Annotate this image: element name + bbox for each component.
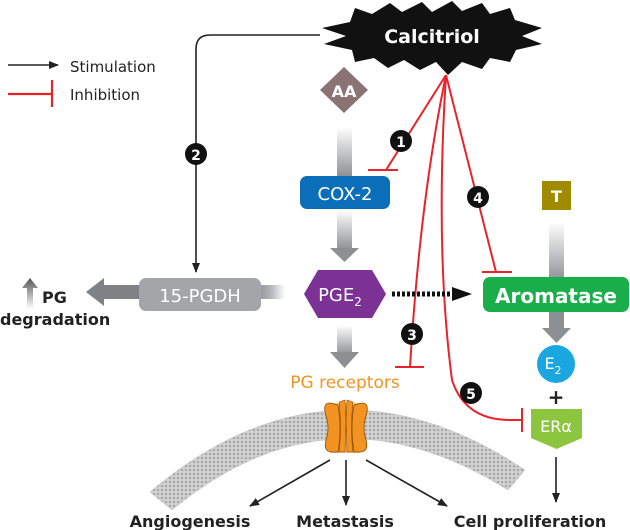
pge2-label-main: PGE [318,285,354,306]
aromatase-label: Aromatase [495,284,617,308]
marker-3: 3 [401,323,423,345]
inhibition-line-1 [385,74,447,171]
aromatase-node[interactable]: Aromatase [483,277,629,312]
inhibition-bar-icon [8,80,54,107]
metastasis-label: Metastasis [296,512,394,530]
marker-1-label: 1 [396,135,406,151]
inhibition-lines [368,74,523,432]
pg-receptors-label: PG receptors [290,373,400,393]
aa-node[interactable]: AA [320,67,368,113]
aromatase-to-e2-arrow [542,312,571,343]
plus-sign: + [548,385,565,409]
pg-degradation-line2: degradation [0,310,110,329]
pg-degradation-outcome: PG degradation [0,278,110,329]
e2-label-main: E [544,354,554,373]
legend-stimulation-label: Stimulation [70,58,156,76]
legend: Stimulation Inhibition [8,58,156,107]
pge2-node[interactable]: PGE2 [304,270,386,318]
cox2-label: COX-2 [318,184,373,205]
stimulation-line-2 [192,34,320,273]
calcitriol-label: Calcitriol [384,26,480,48]
pgdh-to-degradation-arrow [86,278,147,306]
cell-proliferation-label: Cell proliferation [454,512,606,530]
pge2-label: PGE2 [318,285,362,309]
inhibition-line-4 [445,74,497,273]
marker-2: 2 [185,143,207,165]
cox2-to-pge2-arrow [330,210,359,262]
aa-to-cox2-shaft [337,127,352,177]
receptor-to-proliferation-arrow [365,459,448,507]
pge2-to-receptors-arrow [330,325,359,368]
e2-node[interactable]: E2 [537,345,575,383]
calcitriol-node[interactable]: Calcitriol [322,1,542,75]
marker-3-label: 3 [407,328,417,344]
marker-4-label: 4 [473,191,483,207]
angiogenesis-label: Angiogenesis [130,512,251,530]
marker-1: 1 [390,130,412,152]
t-node[interactable]: T [542,181,571,210]
pge2-label-sub: 2 [354,295,362,309]
e2-label-sub: 2 [555,364,562,377]
inhibition-line-3 [409,74,447,368]
increase-arrow-icon [22,278,38,309]
e2-label: E2 [544,354,561,377]
cox2-node[interactable]: COX-2 [300,176,390,209]
t-label: T [551,187,562,206]
legend-inhibition-label: Inhibition [70,86,140,104]
pge2-to-pgdh-shaft [255,285,285,299]
pgdh-label: 15-PGDH [159,286,241,307]
pgdh-node[interactable]: 15-PGDH [139,278,261,311]
marker-2-label: 2 [191,148,201,164]
receptor-to-angiogenesis-arrow [249,459,331,507]
cell-membrane [149,409,526,511]
inhibition-line-5 [440,74,522,421]
t-to-aromatase-shaft [549,222,564,282]
marker-5-label: 5 [466,387,476,403]
marker-4: 4 [467,186,489,208]
pge2-to-aromatase-dotted-arrow [392,287,472,301]
starburst-shape [322,1,542,75]
era-node[interactable]: ERα [531,409,582,449]
aa-label: AA [332,82,357,101]
pg-receptor-channel-icon [324,399,368,453]
pg-degradation-line1: PG [42,288,67,307]
era-label: ERα [540,417,572,436]
marker-5: 5 [460,382,482,404]
